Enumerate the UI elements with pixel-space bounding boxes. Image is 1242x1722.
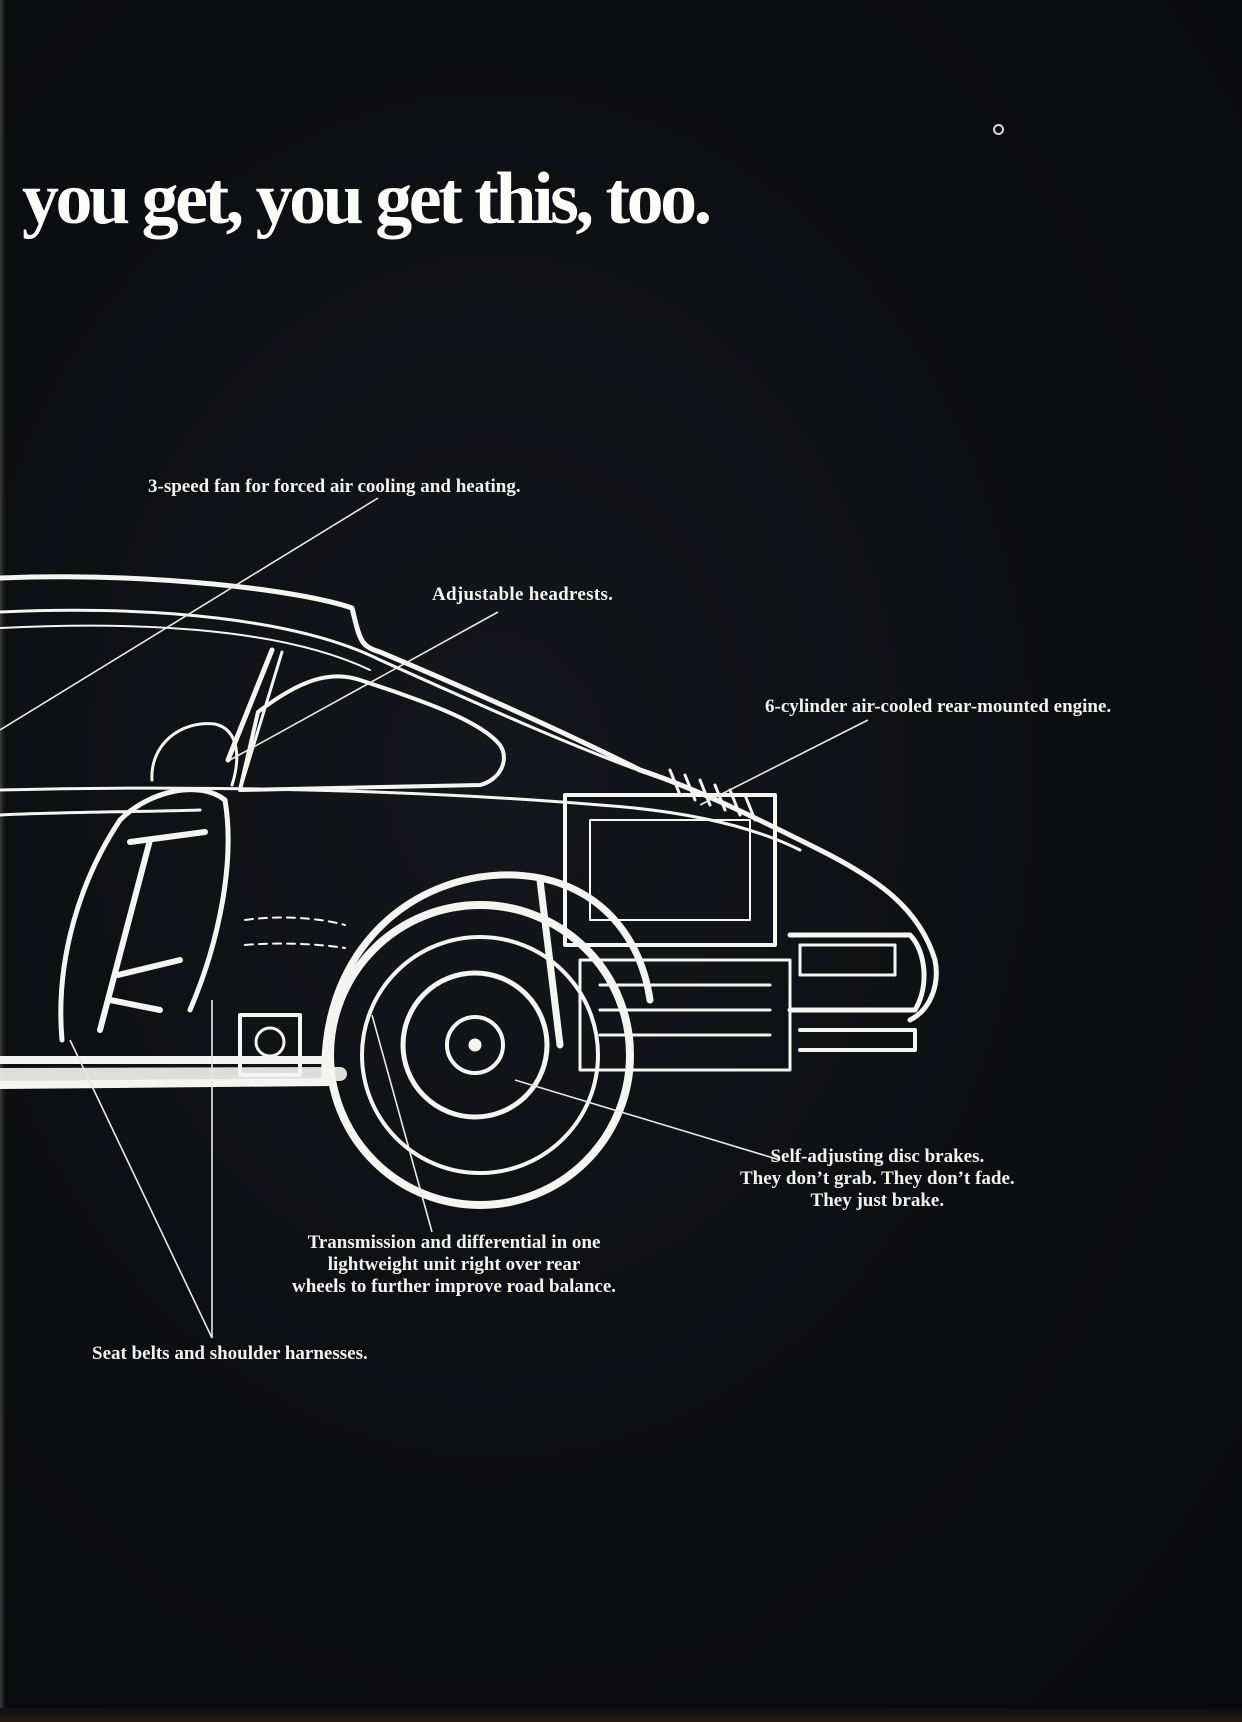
roof-inner-line-2 [0, 624, 371, 671]
transmission-housing [238, 1013, 302, 1077]
seat-back [58, 787, 231, 1043]
transmission-flange [254, 1026, 286, 1058]
headrest-leader [229, 611, 499, 761]
brakes-callout-line-3: They just brake. [810, 1190, 945, 1211]
roof-outline [0, 574, 939, 1023]
belt-line-2 [0, 808, 202, 817]
engine-fins [668, 768, 757, 822]
engine-leader [699, 719, 869, 806]
b-pillar-2 [238, 650, 284, 792]
engine-detail [578, 958, 792, 1072]
tail-light [798, 943, 897, 977]
rear-tire-inner [360, 935, 600, 1175]
hub-center [468, 1038, 482, 1052]
headrests-callout: Adjustable headrests. [432, 584, 614, 605]
leader-lines [0, 497, 869, 1339]
brakes-callout-line-2: They don’t grab. They don’t fade. [740, 1168, 1015, 1189]
engine-block [563, 793, 777, 947]
transmission-callout: Transmission and differential in one lig… [292, 1232, 616, 1298]
headrest [150, 722, 239, 787]
roof-inner-line [0, 608, 662, 780]
brakes-leader [514, 1079, 781, 1161]
fan-callout: 3-speed fan for forced air cooling and h… [148, 476, 521, 497]
rear-window [238, 674, 506, 792]
brakes-callout-line-1: Self-adjusting disc brakes. [770, 1146, 985, 1167]
brakes-callout: Self-adjusting disc brakes. They don’t g… [740, 1146, 1015, 1212]
engine-callout: 6-cylinder air-cooled rear-mounted engin… [765, 696, 1112, 717]
page-edge-left [0, 0, 6, 1722]
print-speck [993, 124, 1004, 135]
wheel-hub [445, 1015, 505, 1075]
rear-fender [321, 871, 654, 1084]
transmission-callout-line-2: lightweight unit right over rear [327, 1254, 581, 1275]
page-edge-bottom [0, 1708, 1242, 1722]
seatbelt-leader-1 [69, 1039, 213, 1339]
floor-pan [0, 1056, 334, 1089]
heater-duct [244, 916, 346, 949]
fan-leader [0, 497, 379, 731]
transmission-callout-line-3: wheels to further improve road balance. [292, 1276, 617, 1297]
exhaust [798, 1028, 917, 1052]
rear-tire [326, 901, 634, 1209]
rear-bumper [787, 932, 927, 1013]
seatbelts-callout: Seat belts and shoulder harnesses. [92, 1343, 368, 1364]
shock-absorber [536, 876, 564, 1049]
transmission-leader [371, 1014, 433, 1233]
engine-cover [589, 819, 751, 921]
seat-frame [97, 829, 208, 1033]
headline: you get, you get this, too. [22, 158, 712, 240]
brake-disc [400, 970, 550, 1120]
belt-line [0, 786, 802, 852]
transmission-callout-line-1: Transmission and differential in one [307, 1232, 601, 1253]
